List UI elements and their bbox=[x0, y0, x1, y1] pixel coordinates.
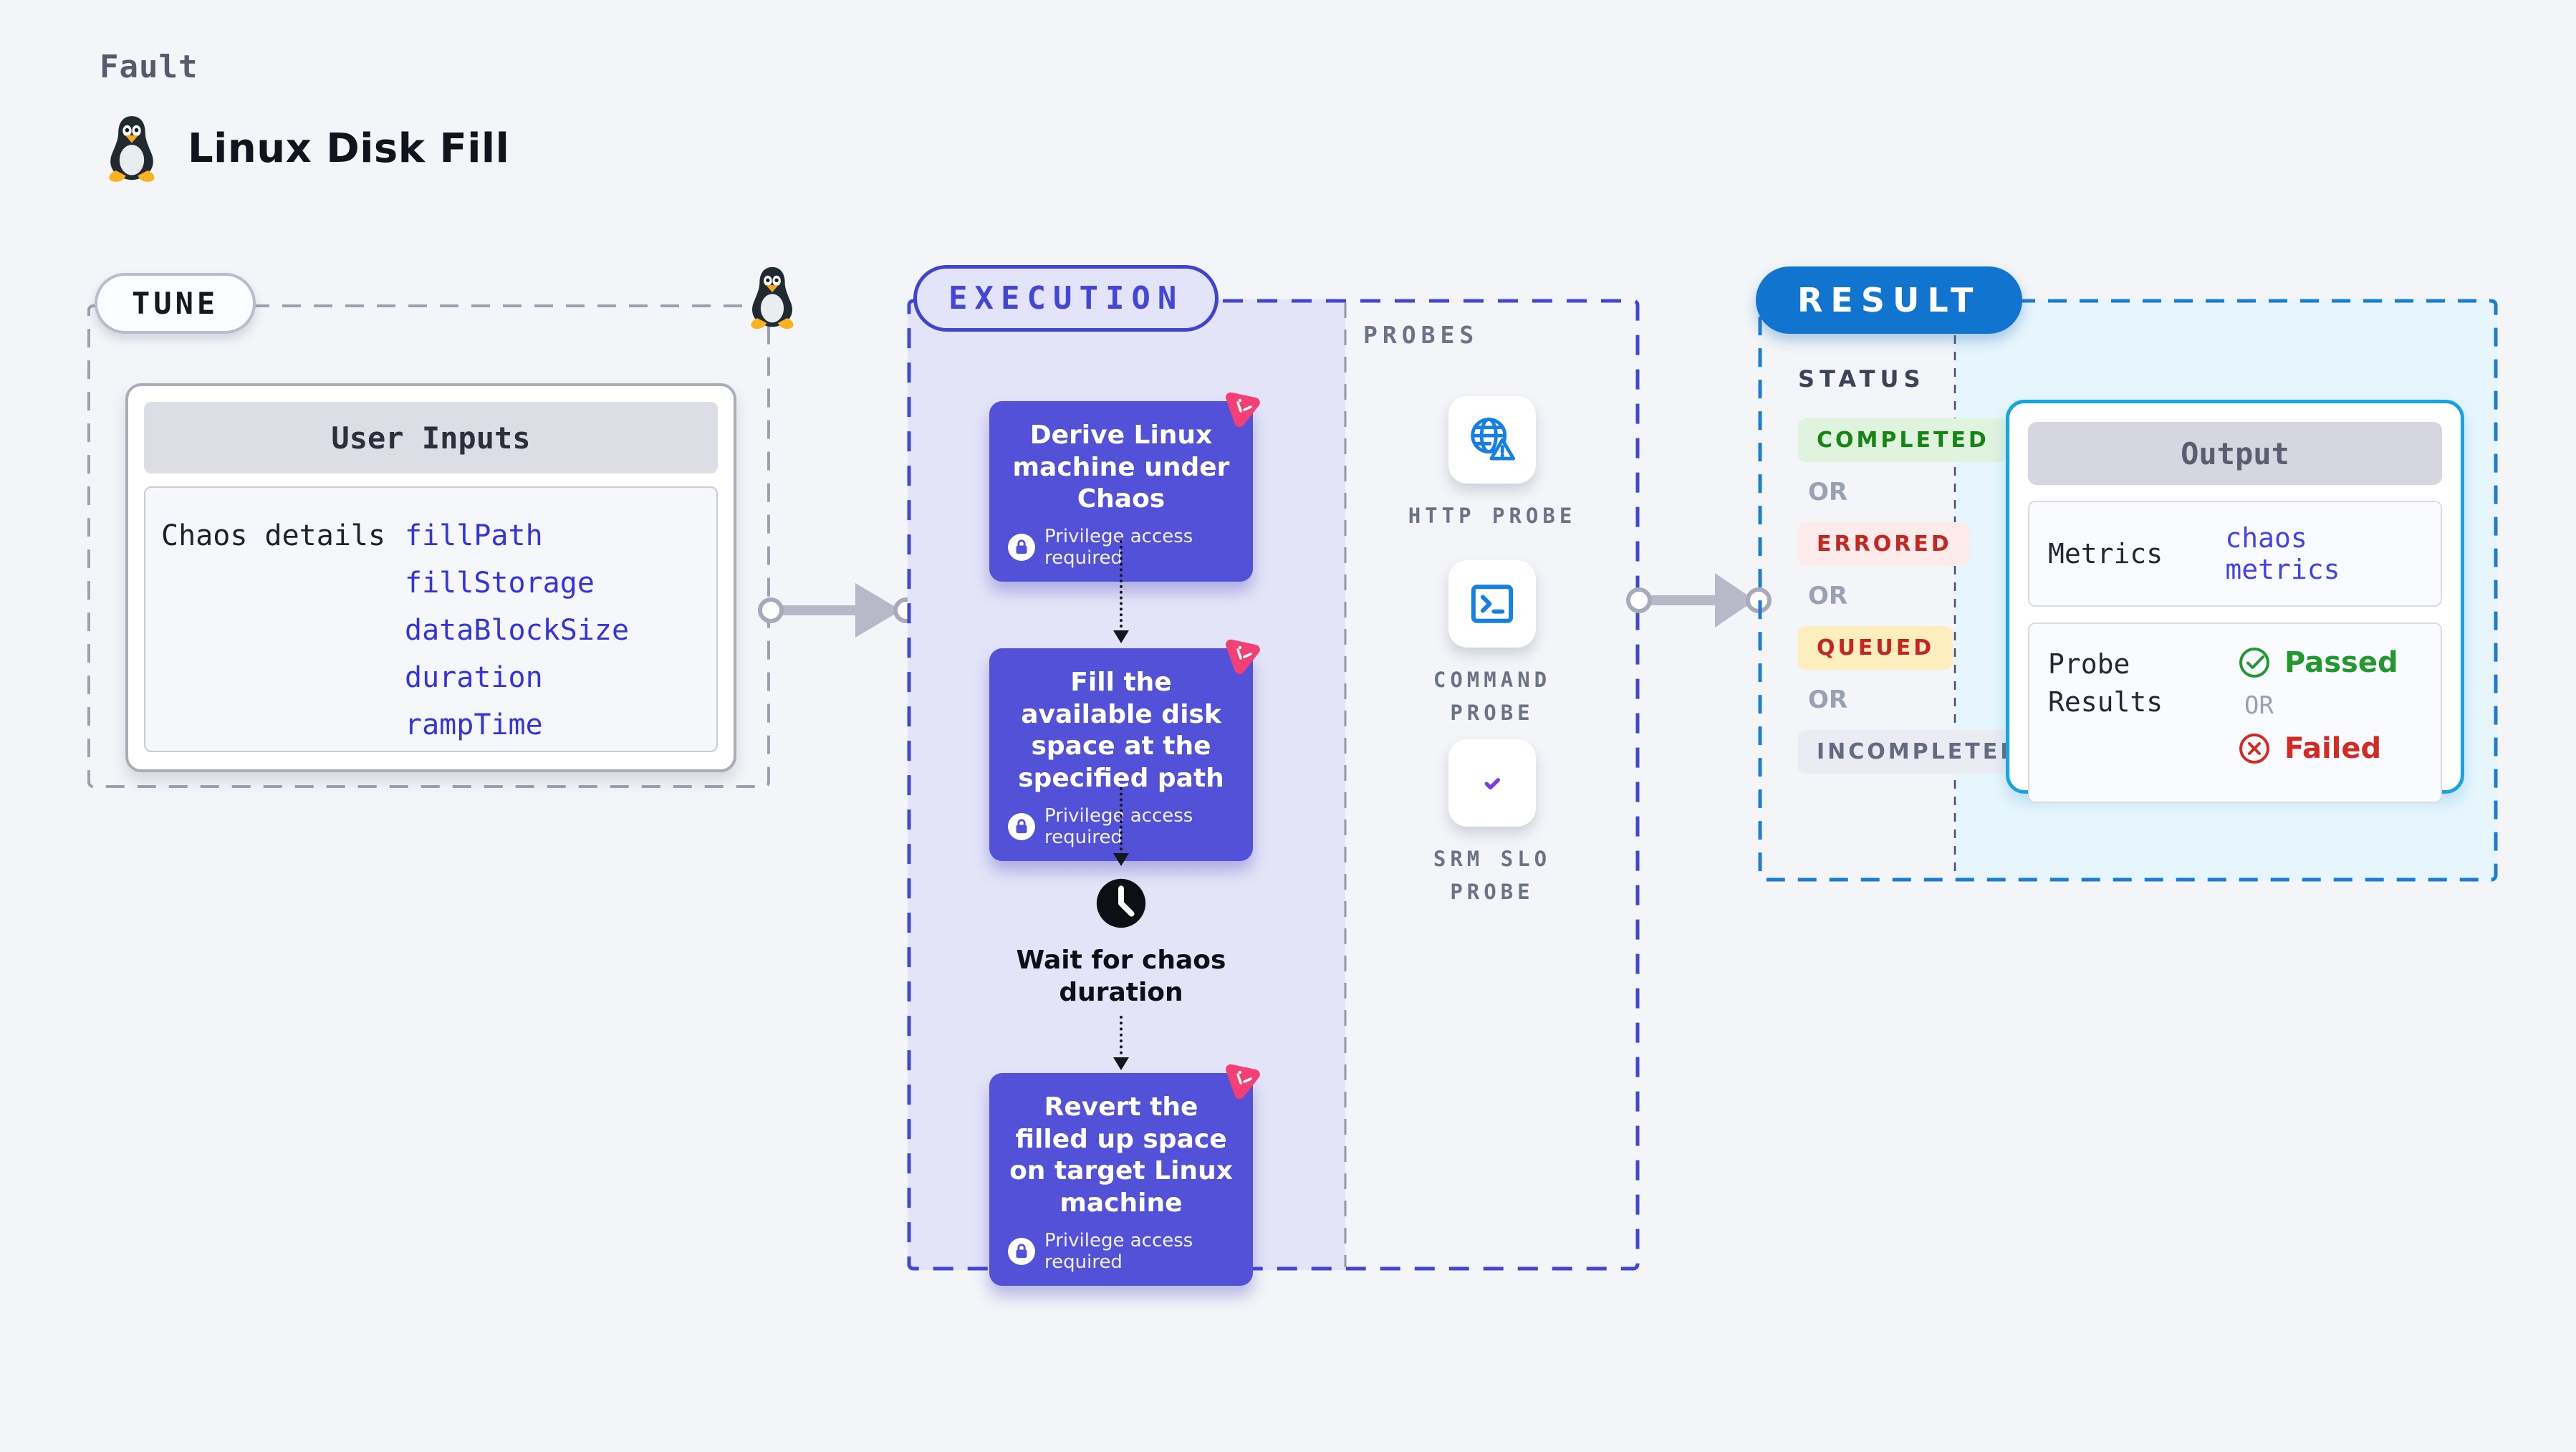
status-heading: STATUS bbox=[1798, 365, 1926, 393]
or-separator: OR bbox=[1808, 686, 1848, 714]
wait-step-label: Wait for chaos duration bbox=[1016, 946, 1226, 1007]
input-ramptime: rampTime bbox=[405, 708, 543, 741]
privilege-row: Privilege access required bbox=[1008, 526, 1234, 569]
terminal-icon bbox=[1465, 577, 1519, 631]
or-separator: OR bbox=[1808, 478, 1848, 506]
output-header: Output bbox=[2028, 422, 2442, 485]
input-datablocksize: dataBlockSize bbox=[405, 614, 630, 647]
failed-x-icon bbox=[2237, 731, 2272, 766]
probe-results-row: Probe Results Passed OR Failed bbox=[2028, 622, 2442, 803]
output-card: Output Metrics chaos metrics Probe Resul… bbox=[2006, 400, 2464, 803]
passed-line: Passed bbox=[2237, 645, 2398, 680]
chaos-details-values: fillPath fillStorage dataBlockSize durat… bbox=[405, 512, 630, 741]
tune-section: TUNE User Inputs Chaos details fillPath … bbox=[87, 304, 770, 788]
fault-eyebrow: Fault bbox=[100, 49, 198, 85]
probe-http: HTTP PROBE bbox=[1406, 396, 1578, 532]
status-badge-completed: COMPLETED bbox=[1798, 418, 2008, 462]
failed-line: Failed bbox=[2237, 731, 2398, 766]
probes-to-result-arrow bbox=[1626, 573, 1772, 628]
privilege-row: Privilege access required bbox=[1008, 805, 1234, 848]
connector-arrowhead bbox=[1113, 630, 1129, 643]
connector-line bbox=[1120, 1016, 1123, 1060]
privilege-note: Privilege access required bbox=[1044, 804, 1193, 848]
lock-icon bbox=[1008, 533, 1035, 561]
or-separator: OR bbox=[2244, 691, 2274, 720]
probes-section-label: PROBES bbox=[1363, 321, 1479, 349]
chaos-icon bbox=[1219, 1057, 1264, 1103]
probe-label: SRM SLO PROBE bbox=[1433, 847, 1552, 905]
privilege-row: Privilege access required bbox=[1008, 1230, 1234, 1273]
lock-icon bbox=[1008, 1237, 1035, 1265]
step-derive-machine: Derive Linux machine under Chaos Privile… bbox=[989, 401, 1253, 582]
page-header: Linux Disk Fill bbox=[102, 113, 509, 183]
probe-srm-slo: SRM SLO PROBE bbox=[1406, 739, 1578, 909]
step-title: Derive Linux machine under Chaos bbox=[1012, 420, 1230, 514]
srm-slo-probe-tile bbox=[1448, 739, 1536, 827]
page-title: Linux Disk Fill bbox=[188, 125, 510, 172]
status-badge-errored: ERRORED bbox=[1798, 522, 1971, 566]
linux-tux-corner-icon bbox=[744, 264, 800, 330]
connector-line bbox=[1120, 787, 1123, 856]
execution-section: EXECUTION Derive Linux machine under Cha… bbox=[907, 265, 1640, 1286]
metrics-label: Metrics bbox=[2048, 538, 2163, 569]
privilege-note: Privilege access required bbox=[1044, 525, 1193, 569]
result-section: RESULT STATUS COMPLETED OR ERRORED OR QU… bbox=[1756, 266, 2498, 882]
step-revert-space: Revert the filled up space on target Lin… bbox=[989, 1073, 1253, 1286]
connector-line bbox=[1120, 540, 1123, 633]
chaos-details-label: Chaos details bbox=[161, 519, 386, 552]
failed-label: Failed bbox=[2284, 732, 2382, 765]
step-fill-disk: Fill the available disk space at the spe… bbox=[989, 648, 1253, 861]
passed-label: Passed bbox=[2284, 646, 2398, 679]
input-fillpath: fillPath bbox=[405, 519, 543, 552]
http-probe-tile bbox=[1448, 396, 1536, 484]
user-inputs-header: User Inputs bbox=[144, 402, 718, 473]
connector-arrowhead bbox=[1113, 853, 1129, 866]
chaos-icon bbox=[1219, 633, 1264, 678]
chaos-icon bbox=[1219, 385, 1264, 431]
execution-section-label: EXECUTION bbox=[913, 265, 1219, 332]
status-badge-incompleted: INCOMPLETED bbox=[1798, 730, 2040, 774]
step-title: Fill the available disk space at the spe… bbox=[1018, 668, 1224, 793]
probe-command: COMMAND PROBE bbox=[1406, 560, 1578, 730]
probe-results-values: Passed OR Failed bbox=[2237, 645, 2398, 780]
passed-check-icon bbox=[2237, 645, 2272, 680]
clock-icon bbox=[1093, 875, 1149, 931]
input-fillstorage: fillStorage bbox=[405, 567, 595, 600]
probe-label: HTTP PROBE bbox=[1408, 504, 1577, 528]
probe-results-label: Probe Results bbox=[2048, 648, 2163, 718]
tune-section-label: TUNE bbox=[95, 273, 256, 334]
lock-icon bbox=[1008, 812, 1035, 840]
or-separator: OR bbox=[1808, 582, 1848, 610]
connector-arrowhead bbox=[1113, 1057, 1129, 1070]
probe-label: COMMAND PROBE bbox=[1433, 668, 1552, 726]
slo-donut-check-icon bbox=[1465, 756, 1519, 810]
globe-alert-icon bbox=[1465, 413, 1519, 467]
tune-to-execution-arrow bbox=[758, 583, 919, 638]
step-title: Revert the filled up space on target Lin… bbox=[1009, 1092, 1233, 1218]
user-inputs-body: Chaos details fillPath fillStorage dataB… bbox=[144, 486, 718, 752]
user-inputs-card: User Inputs Chaos details fillPath fillS… bbox=[125, 383, 736, 772]
status-column: STATUS COMPLETED OR ERRORED OR QUEUED OR… bbox=[1798, 365, 2040, 774]
status-badge-queued: QUEUED bbox=[1798, 626, 1953, 670]
privilege-note: Privilege access required bbox=[1044, 1229, 1193, 1273]
result-section-label: RESULT bbox=[1756, 266, 2023, 334]
command-probe-tile bbox=[1448, 560, 1536, 648]
linux-tux-icon bbox=[102, 113, 162, 183]
input-duration: duration bbox=[405, 661, 543, 694]
metrics-row: Metrics chaos metrics bbox=[2028, 501, 2442, 607]
metrics-value: chaos metrics bbox=[2225, 522, 2340, 585]
